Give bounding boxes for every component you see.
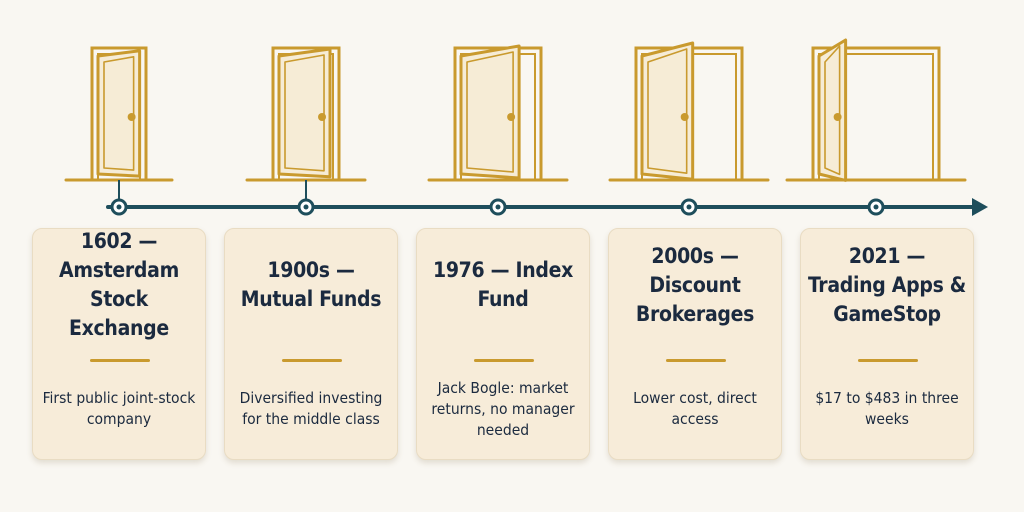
door-icon	[64, 46, 174, 200]
timeline-node-dot	[116, 204, 122, 210]
milestone-card-2000s: 2000s — Discount Brokerages Lower cost, …	[608, 228, 782, 460]
milestone-card-1602: 1602 — Amsterdam Stock Exchange First pu…	[32, 228, 206, 460]
milestone-title: 1900s — Mutual Funds	[240, 258, 382, 311]
door-knob-icon	[507, 113, 516, 121]
card-divider	[282, 359, 342, 362]
milestone-description: First public joint-stock company	[42, 389, 196, 428]
card-divider	[858, 359, 918, 362]
milestone-description: Diversified investing for the middle cla…	[239, 389, 383, 428]
milestone-card-2021: 2021 — Trading Apps & GameStop $17 to $4…	[800, 228, 974, 460]
timeline-node-dot	[686, 204, 692, 210]
timeline-node-dot	[495, 204, 501, 210]
card-divider	[666, 359, 726, 362]
door-knob-icon	[127, 113, 136, 121]
door-icon	[427, 44, 569, 182]
card-divider	[90, 359, 150, 362]
timeline-arrowhead-icon	[972, 198, 988, 216]
milestone-card-1976: 1976 — Index Fund Jack Bogle: market ret…	[416, 228, 590, 460]
door-knob-icon	[680, 113, 689, 121]
timeline-node-dot	[303, 204, 309, 210]
milestone-description: Jack Bogle: market returns, no manager n…	[431, 378, 575, 439]
milestone-title: 1976 — Index Fund	[432, 258, 574, 311]
milestone-title: 2000s — Discount Brokerages	[635, 243, 755, 326]
milestone-description: Lower cost, direct access	[633, 389, 757, 428]
doors-layer	[64, 38, 967, 200]
card-divider	[474, 359, 534, 362]
door-icon	[785, 38, 967, 182]
milestone-title: 1602 — Amsterdam Stock Exchange	[59, 229, 179, 340]
timeline-nodes	[110, 198, 885, 216]
milestone-card-1900s: 1900s — Mutual Funds Diversified investi…	[224, 228, 398, 460]
timeline-node-dot	[873, 204, 879, 210]
door-knob-icon	[833, 113, 842, 121]
door-icon	[608, 41, 770, 182]
milestone-title: 2021 — Trading Apps & GameStop	[808, 243, 966, 326]
door-knob-icon	[318, 113, 327, 121]
door-icon	[245, 46, 367, 200]
milestone-description: $17 to $483 in three weeks	[815, 389, 959, 428]
